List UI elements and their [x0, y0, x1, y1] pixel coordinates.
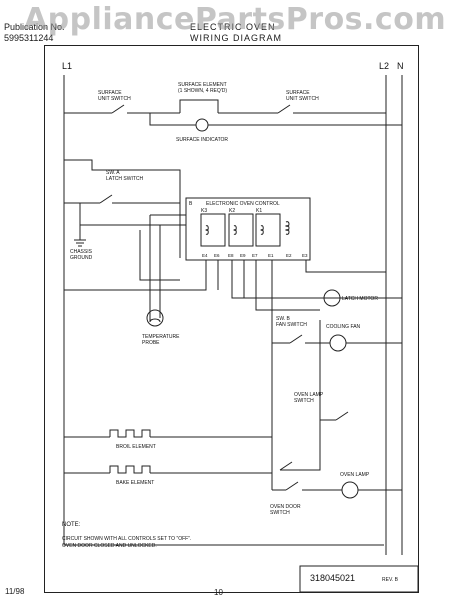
oven-lamp-label: OVEN LAMP — [340, 472, 370, 478]
l2-label: L2 — [379, 61, 389, 71]
note-line-1: CIRCUIT SHOWN WITH ALL CONTROLS SET TO "… — [62, 536, 191, 542]
l1-label: L1 — [62, 61, 72, 71]
terminal-e3: E3 — [302, 253, 308, 258]
l1-bus — [63, 75, 384, 546]
note-line-2: OVEN DOOR CLOSED AND UNLOCKED. — [62, 543, 157, 549]
revision: REV. B — [382, 577, 399, 583]
terminal-b-label: B — [189, 201, 193, 207]
note-title: NOTE: — [62, 522, 81, 528]
cooling-fan-label: COOLING FAN — [326, 324, 361, 330]
page-number: 10 — [214, 588, 223, 597]
surface-element-label: SURFACE ELEMENT(1 SHOWN, 4 REQ'D) — [178, 82, 227, 94]
electronic-oven-control-label: ELECTRONIC OVEN CONTROL — [206, 201, 280, 207]
terminal-e8: E8 — [228, 253, 234, 258]
diagram-title: ELECTRIC OVEN — [190, 22, 276, 32]
terminal-e6: E6 — [214, 253, 220, 258]
n-label: N — [397, 61, 404, 71]
latch-motor-label: LATCH MOTOR — [342, 296, 378, 302]
terminal-e9: E9 — [240, 253, 246, 258]
footer-date: 11/98 — [5, 587, 25, 596]
terminal-e2: E2 — [286, 253, 292, 258]
terminal-e7: E7 — [252, 253, 258, 258]
surface-indicator-label: SURFACE INDICATOR — [176, 137, 228, 143]
publication-label: Publication No. — [4, 22, 65, 32]
relay-k1-label: K1 — [256, 208, 262, 214]
relay-k2-label: K2 — [229, 208, 235, 214]
diagram-subtitle: WIRING DIAGRAM — [190, 33, 282, 43]
part-number: 318045021 — [310, 573, 355, 583]
broil-element-label: BROIL ELEMENT — [116, 444, 156, 450]
bake-element-label: BAKE ELEMENT — [116, 480, 154, 486]
publication-number: 5995311244 — [4, 33, 54, 43]
terminal-e4: E4 — [202, 253, 208, 258]
watermark: AppliancePartsPros.com — [23, 2, 447, 37]
terminal-labels: E4 E6 E8 E9 E7 E1 E2 E3 — [202, 253, 308, 258]
terminal-e1: E1 — [268, 253, 274, 258]
diagram-frame — [44, 45, 419, 593]
relay-k3-label: K3 — [201, 208, 207, 214]
